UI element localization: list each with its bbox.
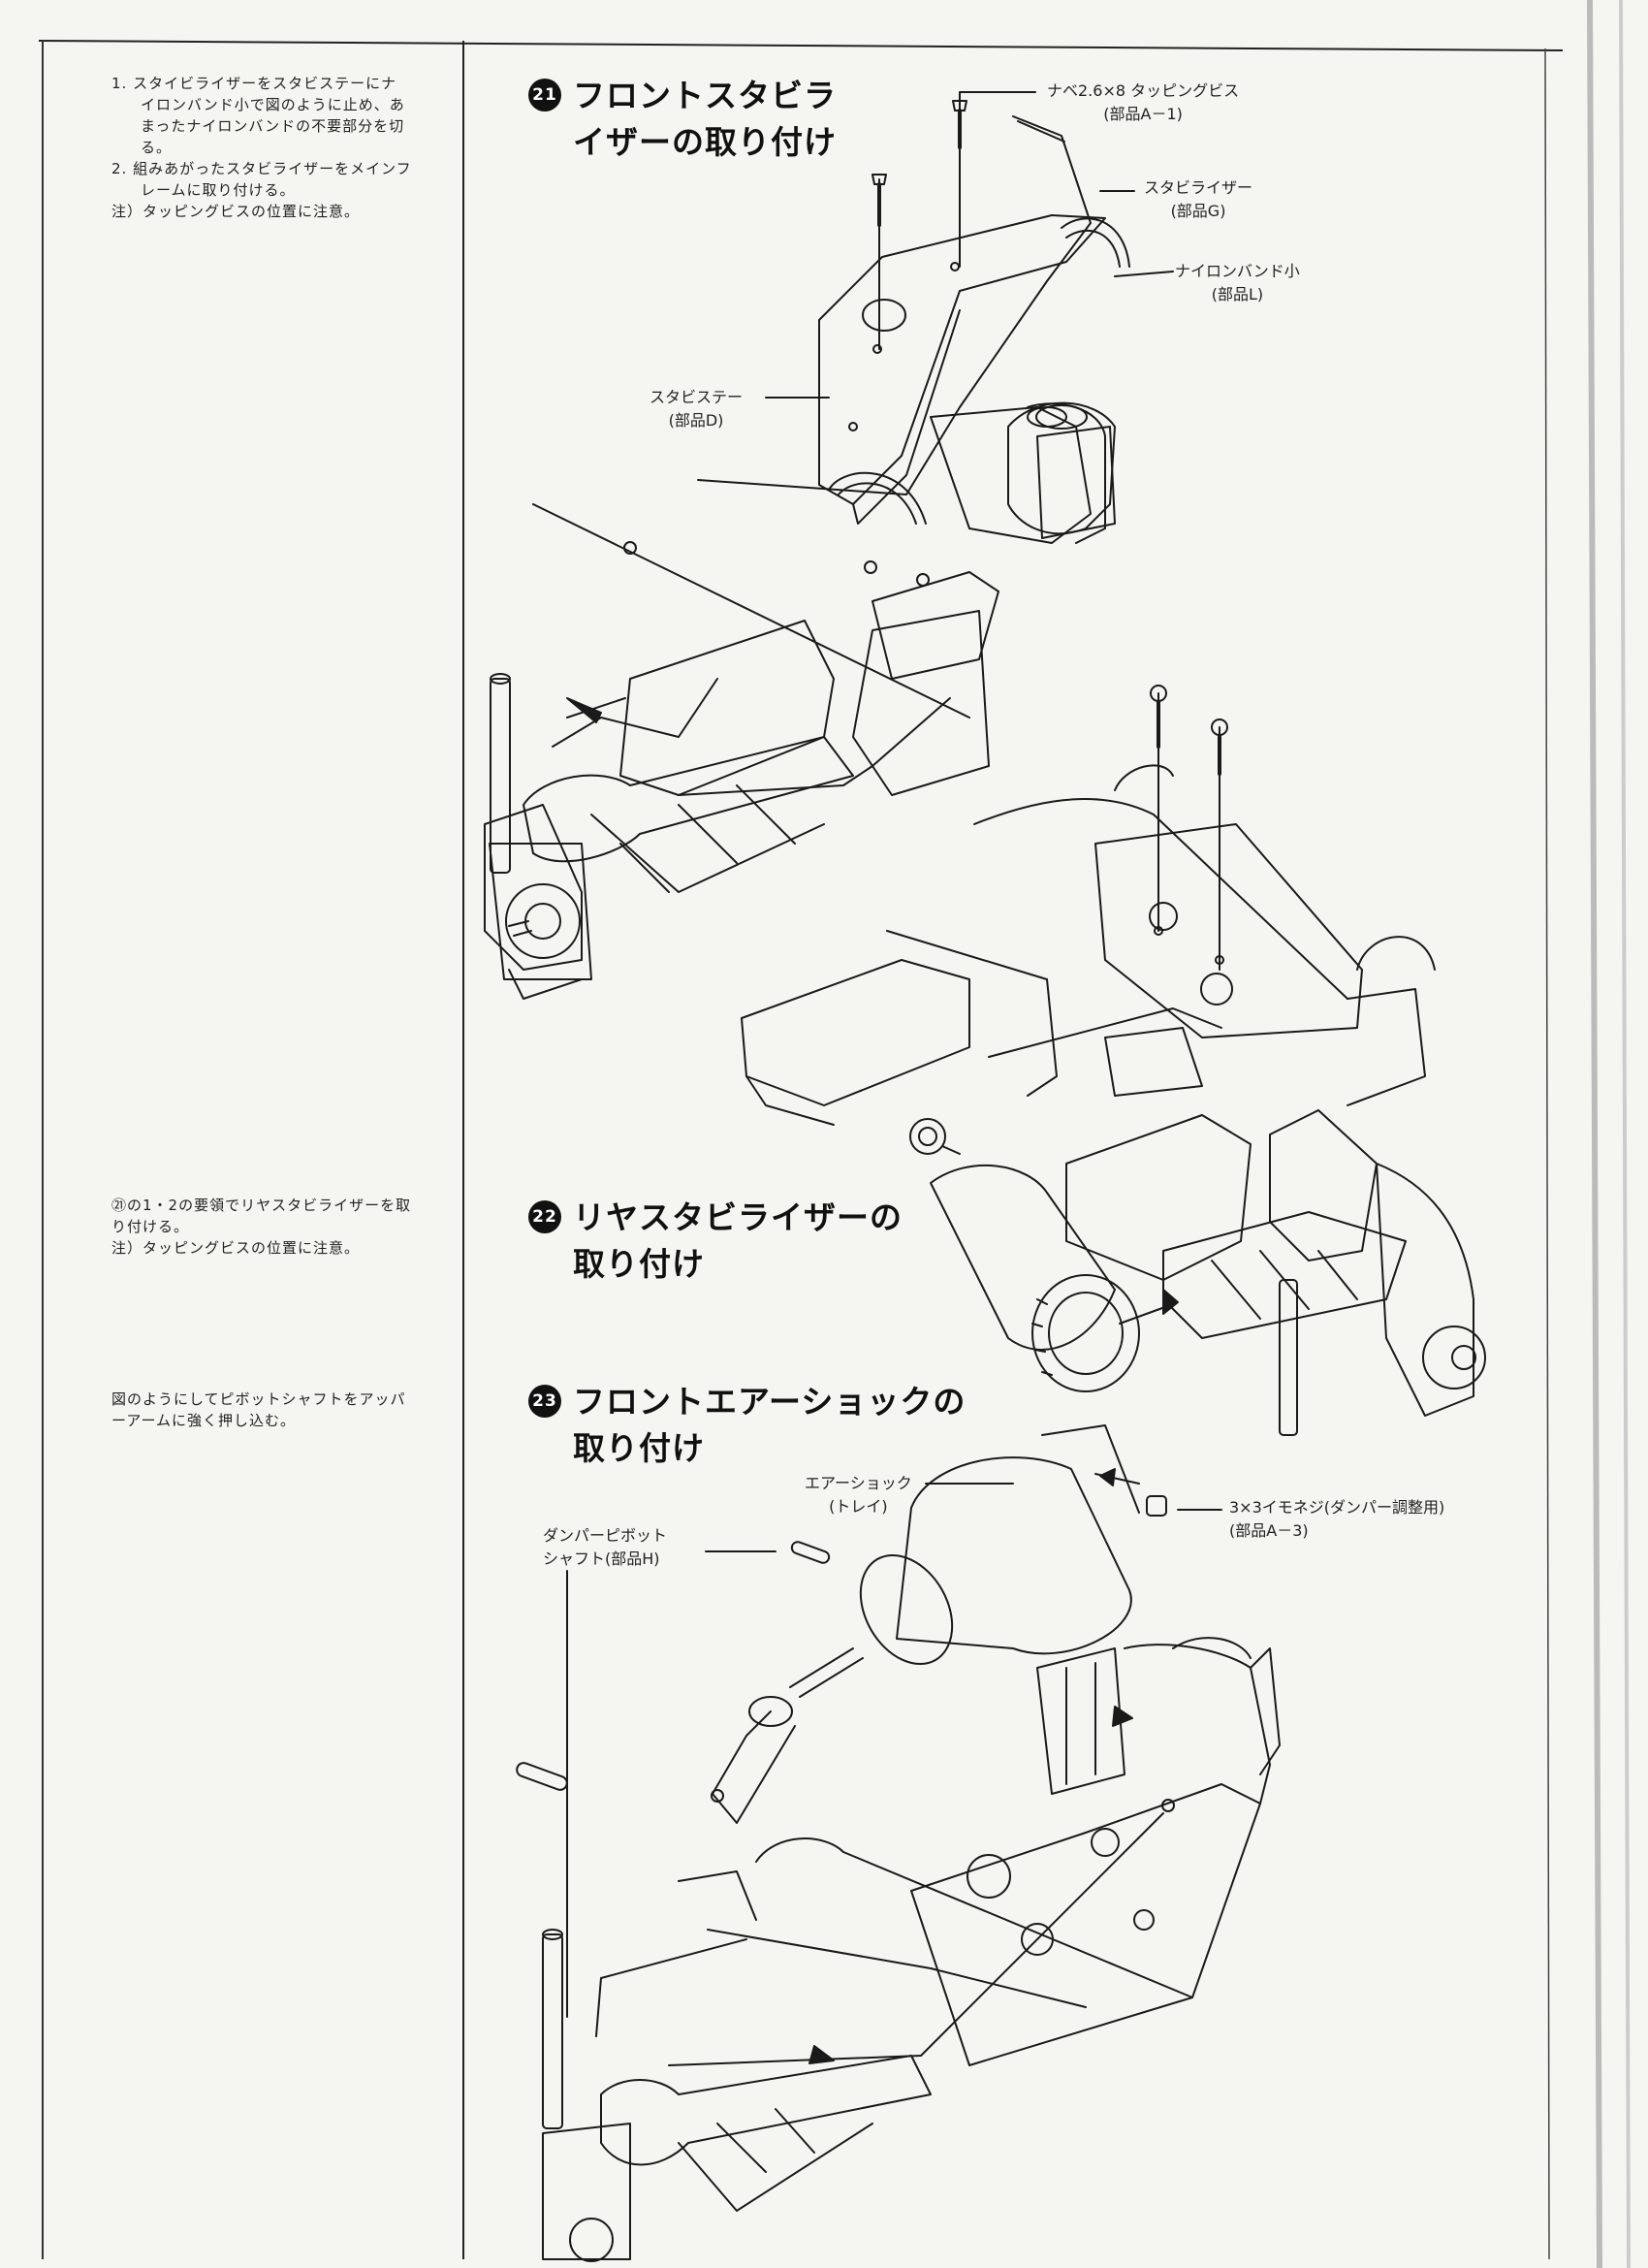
callout-screw: ナベ2.6×8 タッピングビス (部品A－1) [1047,80,1239,126]
callout-line: 3×3イモネジ(ダンパー調整用) [1229,1498,1445,1517]
item-text: 組みあがったスタビライザーをメインフレームに取り付ける。 [133,160,412,199]
callout-line: (部品G) [1170,202,1226,220]
front-stabi-stay-drawing [484,100,1130,1000]
callout-line: ナイロンバンド小 [1175,262,1300,280]
callout-line: ダンパーピボット [543,1526,668,1545]
step-title-23: 23 フロントエアーショックの 取り付け [528,1379,966,1472]
note-step23: 図のようにしてピボットシャフトをアッパーアームに強く押し込む。 [111,1389,412,1431]
title-line: イザーの取り付け [573,123,837,161]
title-line: 取り付け [573,1429,705,1467]
item-number: 1. [111,75,128,92]
step-number-badge: 22 [528,1199,561,1233]
callout-line: エアーショック [805,1474,912,1492]
callout-line: スタビステー [650,388,744,406]
callout-stabi-stay: スタビステー (部品D) [650,386,743,432]
callout-stabilizer: スタビライザー (部品G) [1144,176,1252,223]
note-step22: ㉑の1・2の要領でリヤスタビライザーを取り付ける。 注）タッピングビスの位置に注… [111,1195,412,1259]
callout-line: (部品A－3) [1229,1521,1309,1540]
front-air-shock-drawing [516,1424,1281,2262]
title-line: 取り付け [573,1245,705,1283]
callout-line: スタビライザー [1144,178,1253,197]
note-step21: 1. スタイビライザーをスタビステーにナイロンバンド小で図のように止め、あまった… [111,73,412,222]
note-step21-item1: 1. スタイビライザーをスタビステーにナイロンバンド小で図のように止め、あまった… [111,73,412,158]
callout-pivot-shaft: ダンパーピボット シャフト(部品H) [543,1524,667,1571]
title-line: フロントスタビラ [573,77,837,114]
callout-air-shock: エアーショック (トレイ) [805,1472,912,1518]
title-line: フロントエアーショックの [573,1383,967,1421]
callout-line: シャフト(部品H) [543,1549,660,1568]
step-number-badge: 21 [528,78,561,112]
note-step21-item2: 2. 組みあがったスタビライザーをメインフレームに取り付ける。 [111,158,412,201]
callout-line: (トレイ) [829,1497,888,1516]
callout-line: (部品D) [668,411,724,430]
callout-set-screw: 3×3イモネジ(ダンパー調整用) (部品A－3) [1229,1496,1444,1543]
rear-stabi-drawing [741,685,1486,1436]
callout-line: ナベ2.6×8 タッピングビス [1047,81,1240,100]
note-step23-text: 図のようにしてピボットシャフトをアッパーアームに強く押し込む。 [111,1390,406,1429]
note-step21-caution: 注）タッピングビスの位置に注意。 [111,203,361,220]
callout-line: (部品L) [1211,285,1264,303]
step-number-badge: 23 [528,1384,561,1418]
callout-nylon-band: ナイロンバンド小 (部品L) [1175,260,1300,306]
step-title-21: 21 フロントスタビラ イザーの取り付け [528,73,837,166]
step-title-22: 22 リヤスタビライザーの 取り付け [528,1195,903,1288]
title-line: リヤスタビライザーの [573,1198,903,1236]
callout-line: (部品A－1) [1103,105,1183,123]
note-step22-text: ㉑の1・2の要領でリヤスタビライザーを取り付ける。 [111,1197,412,1235]
item-number: 2. [111,160,128,177]
item-text: スタイビライザーをスタビステーにナイロンバンド小で図のように止め、あまったナイロ… [133,75,405,156]
note-step22-caution: 注）タッピングビスの位置に注意。 [111,1239,361,1257]
